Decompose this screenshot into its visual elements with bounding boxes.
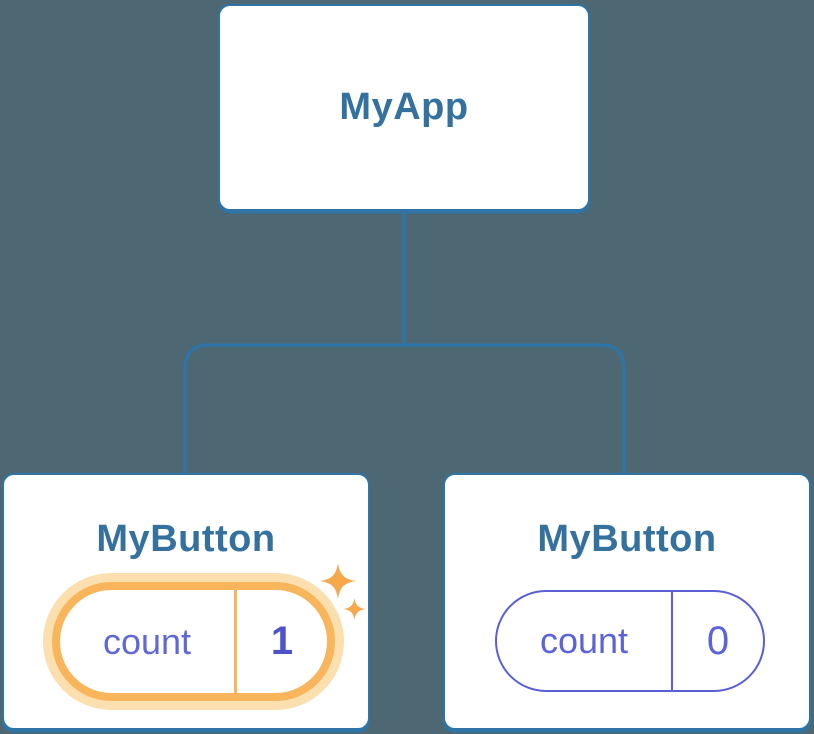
state-value: 1 bbox=[270, 619, 294, 663]
state-divider bbox=[671, 592, 673, 690]
state-divider bbox=[234, 590, 237, 693]
state-name: count bbox=[102, 620, 192, 662]
connector-branch bbox=[183, 343, 626, 475]
myapp-label: MyApp bbox=[339, 86, 469, 128]
mybutton-node: MyButton count 0 bbox=[443, 473, 811, 730]
state-value: 0 bbox=[706, 618, 730, 663]
mybutton-node-updated: MyButton count 1 bbox=[2, 473, 370, 730]
mybutton-label: MyButton bbox=[537, 518, 717, 560]
sparkle-small bbox=[343, 598, 366, 620]
sparkle-large bbox=[320, 563, 356, 599]
myapp-node: MyApp bbox=[218, 4, 590, 211]
state-badge-highlighted: count 1 bbox=[52, 582, 335, 701]
mybutton-label: MyButton bbox=[96, 518, 276, 560]
state-badge: count 0 bbox=[495, 590, 765, 692]
sparkle-icon bbox=[320, 563, 366, 620]
state-name: count bbox=[539, 620, 629, 661]
